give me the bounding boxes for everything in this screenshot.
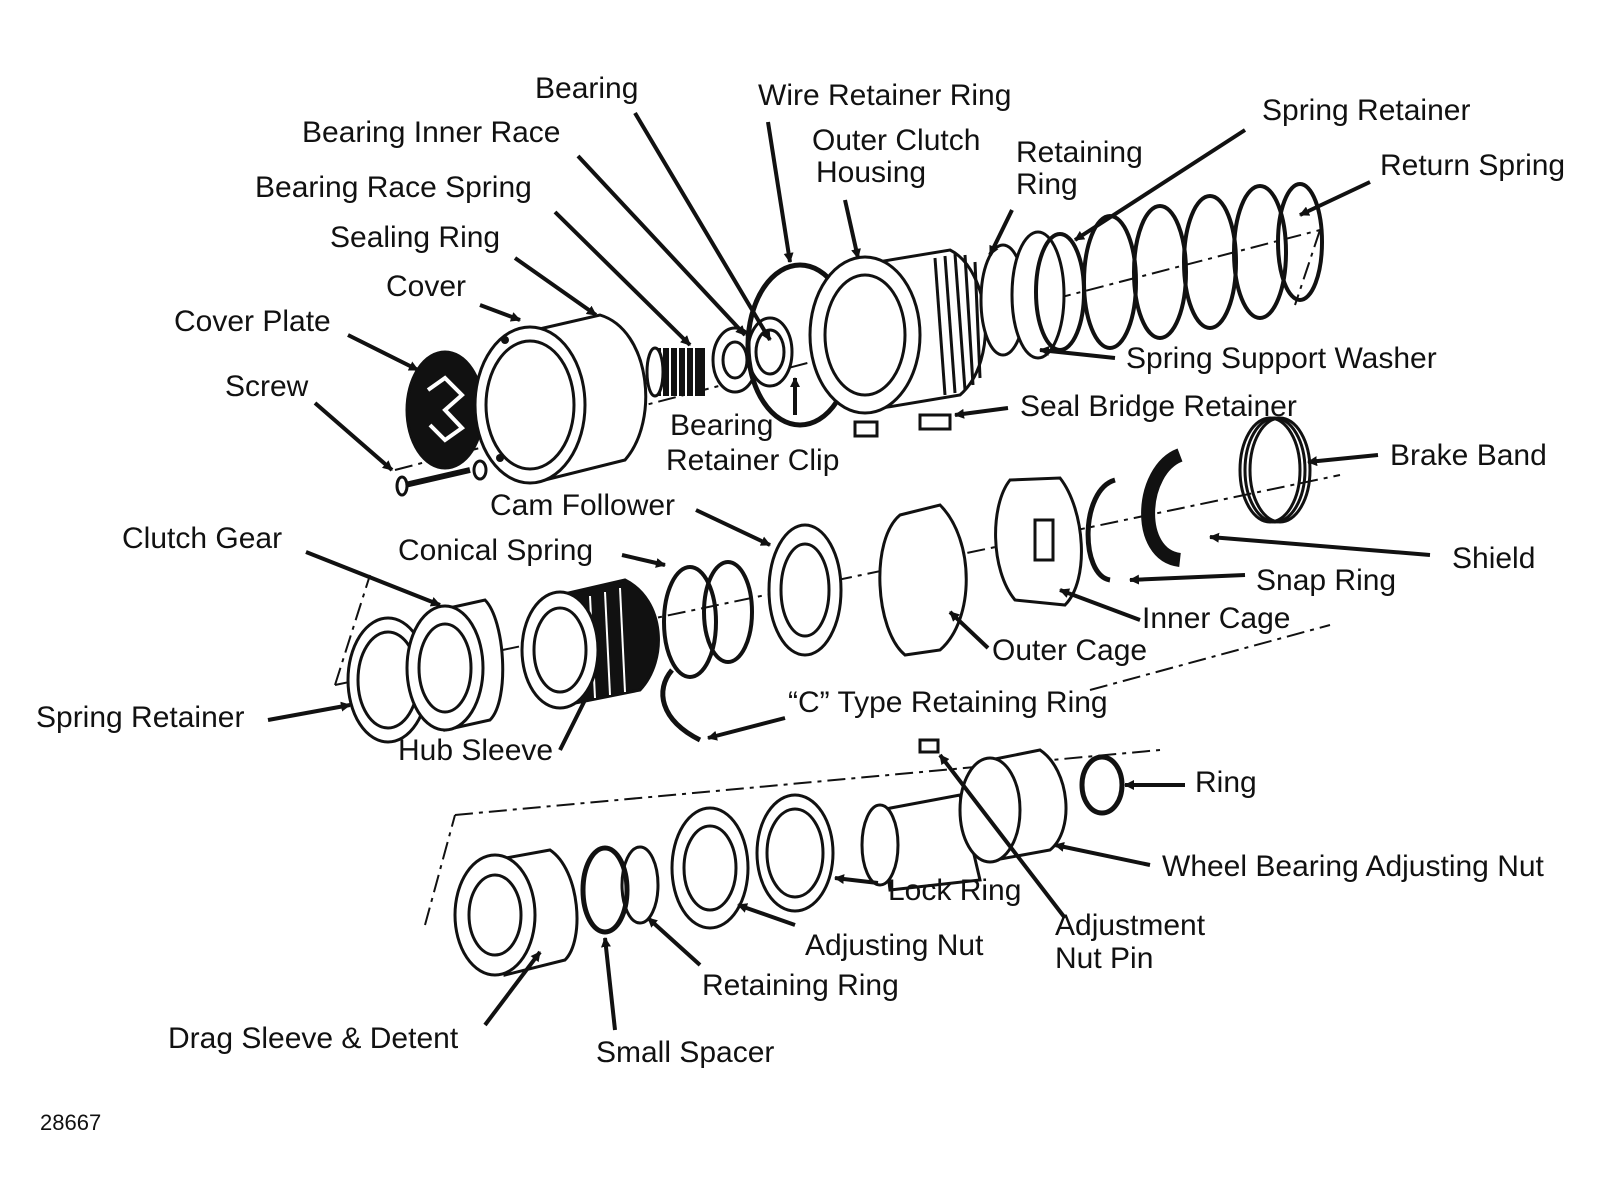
label-wheel-bearing-adjusting-nut: Wheel Bearing Adjusting Nut [1162,850,1545,883]
outer-cage-part [878,503,968,657]
bottom-assembly [424,738,1161,977]
label-c-type-retaining-ring: “C” Type Retaining Ring [788,686,1108,719]
label-adjusting-nut: Adjusting Nut [805,929,984,962]
labels: Bearing Wire Retainer Ring Bearing Inner… [36,72,1565,1135]
label-retaining-ring-top-1: Retaining [1016,136,1143,169]
label-adjustment-nut-pin-1: Adjustment [1055,909,1206,942]
label-cover: Cover [386,270,466,303]
cover-plate-part [405,350,485,470]
label-snap-ring: Snap Ring [1256,564,1396,597]
conical-spring-part [662,560,754,679]
label-bearing-inner-race: Bearing Inner Race [302,116,561,149]
shield-part [1141,448,1184,567]
hub-sleeve-part [520,578,660,710]
label-shield: Shield [1452,542,1535,575]
seal-bridge-retainer-part [853,413,952,438]
label-adjustment-nut-pin-2: Nut Pin [1055,942,1153,975]
label-cover-plate: Cover Plate [174,305,331,338]
label-spring-support-washer: Spring Support Washer [1126,342,1437,375]
label-bearing: Bearing [535,72,638,105]
bearing-part [711,316,794,394]
label-seal-bridge-retainer: Seal Bridge Retainer [1020,390,1297,423]
label-conical-spring: Conical Spring [398,534,593,567]
c-type-retaining-ring-part [660,668,702,743]
label-retaining-ring-top-2: Ring [1016,168,1078,201]
middle-assembly [334,416,1341,744]
label-clutch-gear: Clutch Gear [122,522,282,555]
label-return-spring: Return Spring [1380,149,1565,182]
snap-ring-part [1085,477,1116,583]
label-cam-follower: Cam Follower [490,489,675,522]
label-sealing-ring: Sealing Ring [330,221,500,254]
bearing-race-spring-part [645,346,705,398]
label-wire-retainer-ring: Wire Retainer Ring [758,79,1011,112]
top-assembly [394,182,1324,497]
label-spring-retainer-mid: Spring Retainer [36,701,244,734]
label-ring: Ring [1195,766,1257,799]
lock-ring-part [755,793,835,913]
ring-part [1079,754,1125,816]
label-lock-ring: Lock Ring [888,874,1021,907]
outer-clutch-housing-part [808,248,987,415]
retaining-ring-bottom-part [620,845,660,925]
clutch-gear-part [405,598,505,732]
spindle-part [860,793,982,892]
label-outer-clutch-housing-1: Outer Clutch [812,124,980,157]
label-bearing-race-spring: Bearing Race Spring [255,171,532,204]
label-retaining-ring-bottom: Retaining Ring [702,969,899,1002]
screw-part [395,459,488,497]
figure-number: 28667 [40,1110,101,1135]
label-outer-cage: Outer Cage [992,634,1147,667]
adjusting-nut-part [670,806,750,930]
label-screw: Screw [225,370,309,403]
label-bearing-retainer-clip-1: Bearing [670,409,773,442]
label-brake-band: Brake Band [1390,439,1547,472]
leader-lines [267,111,1431,1031]
small-spacer-part [580,845,630,935]
label-hub-sleeve: Hub Sleeve [398,734,553,767]
brake-band-part [1238,416,1312,524]
cover-part [473,313,648,485]
inner-cage-part [994,476,1083,607]
wheel-bearing-adjusting-nut-part [918,738,1068,864]
label-spring-retainer-top: Spring Retainer [1262,94,1470,127]
cam-follower-part [767,523,843,657]
return-spring-part [1082,182,1324,350]
drag-sleeve-detent-part [453,848,579,977]
label-small-spacer: Small Spacer [596,1036,774,1069]
label-bearing-retainer-clip-2: Retainer Clip [666,444,839,477]
label-inner-cage: Inner Cage [1142,602,1290,635]
label-drag-sleeve-detent: Drag Sleeve & Detent [168,1022,459,1055]
label-outer-clutch-housing-2: Housing [816,156,926,189]
